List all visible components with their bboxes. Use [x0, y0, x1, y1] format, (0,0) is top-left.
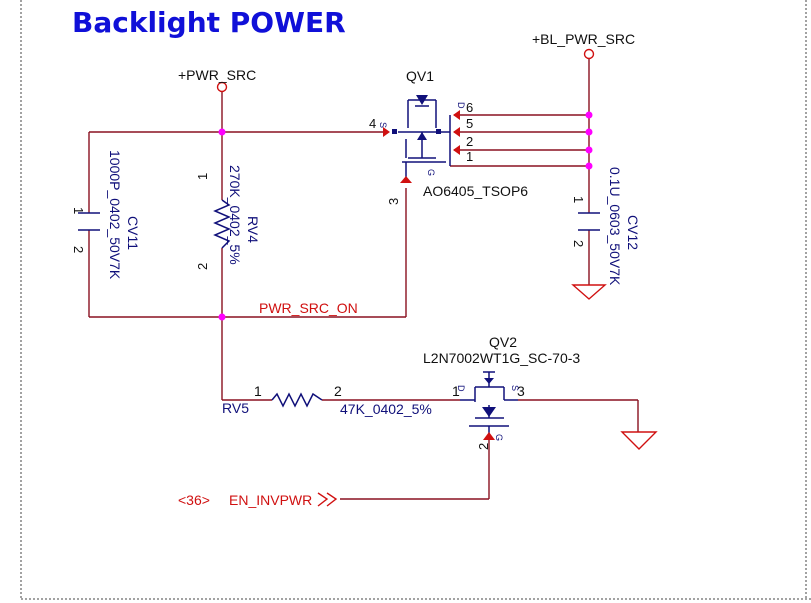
qv2-pin2: 2	[476, 443, 491, 450]
cv11-value: 1000P_0402_50V7K	[107, 150, 123, 280]
capacitor-cv12[interactable]: 1 2 CV12 0.1U_0603_50V7K	[571, 167, 641, 286]
junction-dot	[585, 162, 593, 170]
junction-dot	[585, 128, 593, 136]
power-port-circle	[216, 81, 228, 93]
mosfet-qv2[interactable]: QV2 L2N7002WT1G_SC-70-3 1 3 2 D S G	[423, 334, 580, 450]
cv12-pin2: 2	[571, 240, 586, 247]
qv2-pin-d: D	[456, 385, 466, 392]
qv1-pin-s: S	[378, 122, 388, 128]
power-port-pwr-src[interactable]: +PWR_SRC	[178, 67, 256, 93]
qv2-pin3: 3	[517, 383, 525, 399]
junction-dot	[218, 313, 226, 321]
net-label-bl-pwr-src: +BL_PWR_SRC	[532, 31, 635, 47]
junction-dot	[218, 128, 226, 136]
qv1-pin-6: 6	[466, 100, 473, 115]
rv4-pin2: 2	[195, 263, 210, 270]
junction-dot	[585, 111, 593, 119]
cv11-pin2: 2	[71, 246, 86, 253]
resistor-rv4[interactable]: 1 2 RV4 270K_0402_5%	[195, 165, 261, 270]
qv2-pin-g: G	[494, 434, 504, 441]
rv4-value: 270K_0402_5%	[227, 165, 243, 265]
power-port-circle	[583, 48, 595, 60]
rv4-ref: RV4	[245, 216, 261, 243]
offpage-connector-en-invpwr[interactable]: <36> EN_INVPWR	[178, 492, 338, 508]
qv1-pin-3: 3	[386, 198, 401, 205]
qv1-pin-1: 1	[466, 149, 473, 164]
cv12-value: 0.1U_0603_50V7K	[607, 167, 623, 286]
sheet-border	[20, 0, 811, 600]
page-title: Backlight POWER	[72, 6, 346, 39]
net-label-en-invpwr: EN_INVPWR	[229, 492, 312, 508]
en-invpwr-sheet-ref: <36>	[178, 492, 210, 508]
cv12-pin1: 1	[571, 196, 586, 203]
qv1-pin-4: 4	[369, 116, 376, 131]
qv1-pin-5: 5	[466, 116, 473, 131]
rv5-pin2: 2	[334, 383, 342, 399]
junction-dot	[585, 146, 593, 154]
qv1-pin-2: 2	[466, 134, 473, 149]
power-port-bl-pwr-src[interactable]: +BL_PWR_SRC	[532, 31, 635, 60]
ground-symbol-qv2	[620, 431, 658, 450]
qv2-pin1: 1	[452, 383, 460, 399]
resistor-rv5[interactable]: 1 2 RV5 47K_0402_5%	[222, 383, 432, 417]
capacitor-cv11[interactable]: 1 2 CV11 1000P_0402_50V7K	[71, 150, 141, 280]
cv11-pin1: 1	[71, 207, 86, 214]
ground-symbol-cv12	[571, 284, 607, 300]
qv2-ref: QV2	[489, 334, 517, 350]
qv1-ref: QV1	[406, 68, 434, 84]
net-label-pwr-src-on: PWR_SRC_ON	[259, 300, 358, 316]
qv2-pin-s: S	[510, 385, 520, 391]
net-label-pwr-src: +PWR_SRC	[178, 67, 256, 83]
mosfet-qv1[interactable]: QV1 AO6405_TSOP6 6 5 2 1 4 3 S D G	[369, 68, 528, 205]
cv11-ref: CV11	[125, 216, 141, 250]
rv5-ref: RV5	[222, 400, 249, 416]
rv4-pin1: 1	[195, 173, 210, 180]
qv1-pin-g: G	[426, 169, 436, 176]
junctions	[218, 111, 593, 321]
rv5-value: 47K_0402_5%	[340, 401, 432, 417]
qv2-value: L2N7002WT1G_SC-70-3	[423, 350, 580, 366]
wires	[88, 59, 639, 500]
rv5-pin1: 1	[254, 383, 262, 399]
cv12-ref: CV12	[625, 215, 641, 250]
qv1-value: AO6405_TSOP6	[423, 183, 528, 199]
qv1-pin-d: D	[456, 102, 466, 109]
